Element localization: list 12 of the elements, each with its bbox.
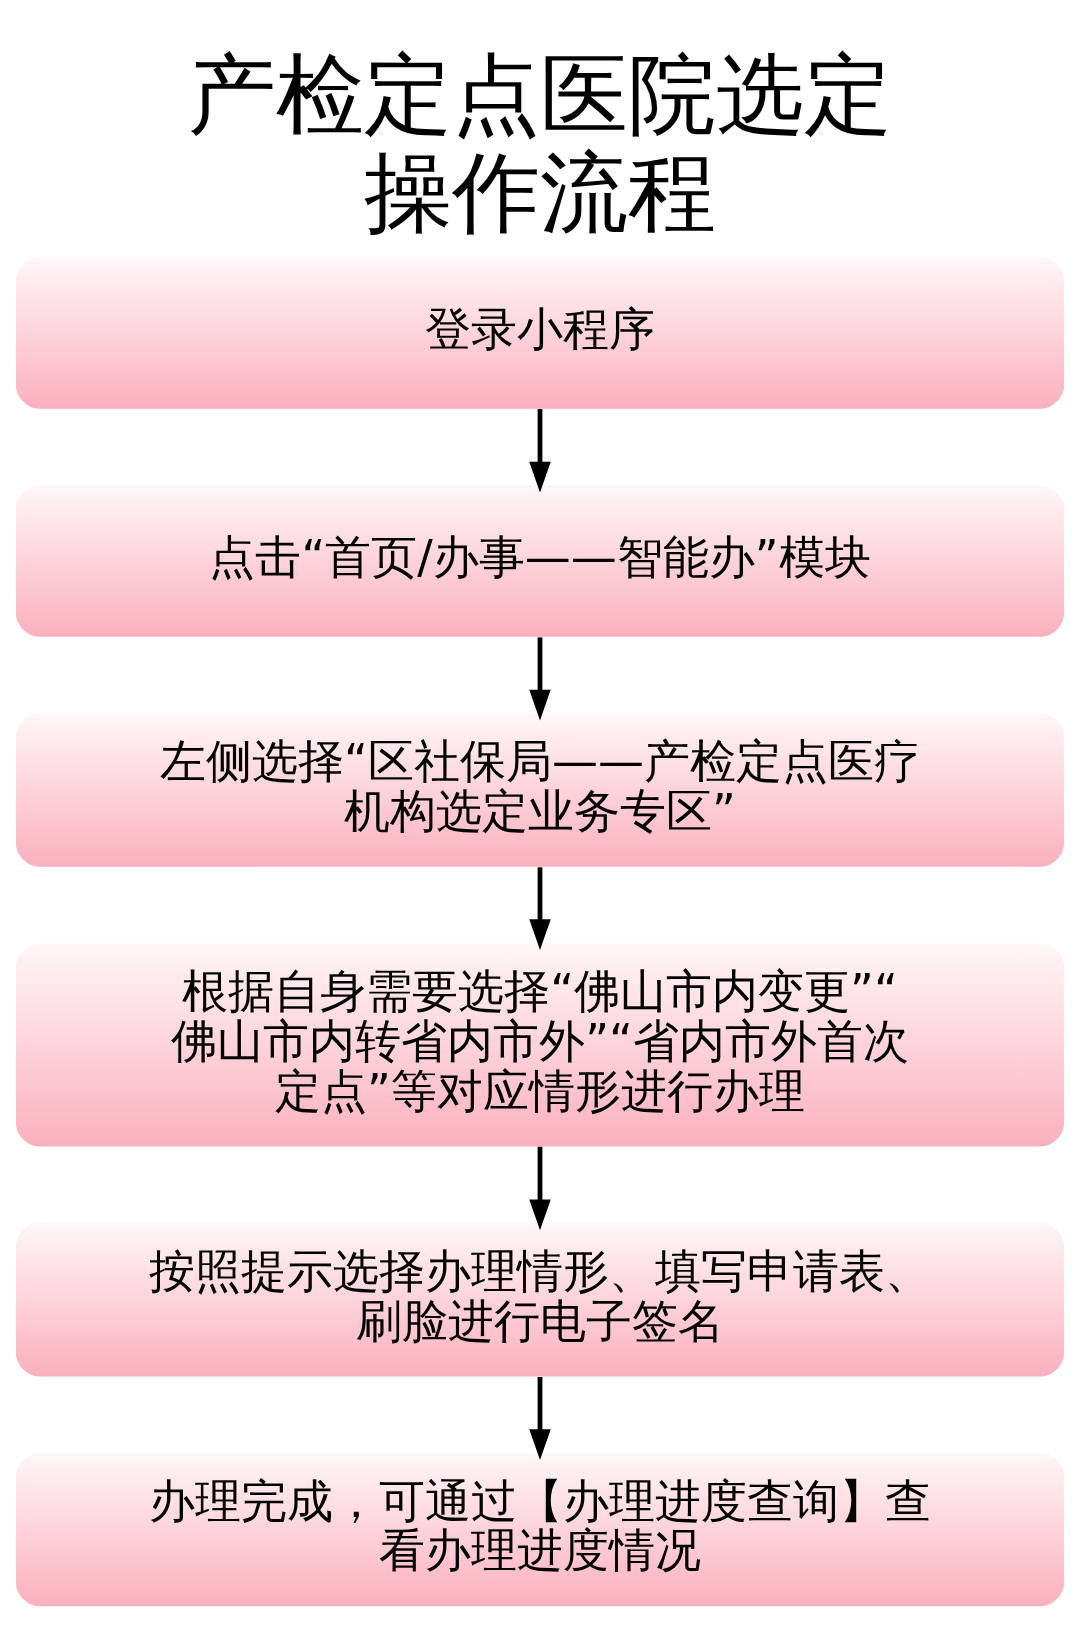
node-box: 办理完成，可通过【办理进度查询】查看办理进度情况	[15, 1452, 1065, 1606]
arrow	[529, 408, 551, 492]
node-box: 左侧选择“区社保局——产检定点医疗机构选定业务专区”	[15, 712, 1065, 867]
node-box: 点击“首页/办事——智能办”模块	[15, 484, 1065, 637]
node-box: 按照提示选择办理情形、填写申请表、刷脸进行电子签名	[15, 1222, 1065, 1376]
arrow	[529, 866, 551, 950]
arrow	[529, 1376, 551, 1460]
diagram-title: 产检定点医院选定操作流程	[188, 42, 892, 244]
node-box: 登录小程序	[15, 256, 1065, 409]
arrow	[529, 1146, 551, 1230]
node-box: 根据自身需要选择“佛山市内变更”“佛山市内转省内市外”“省内市外首次定点”等对应情形进行办理	[15, 942, 1065, 1146]
arrow	[529, 636, 551, 720]
